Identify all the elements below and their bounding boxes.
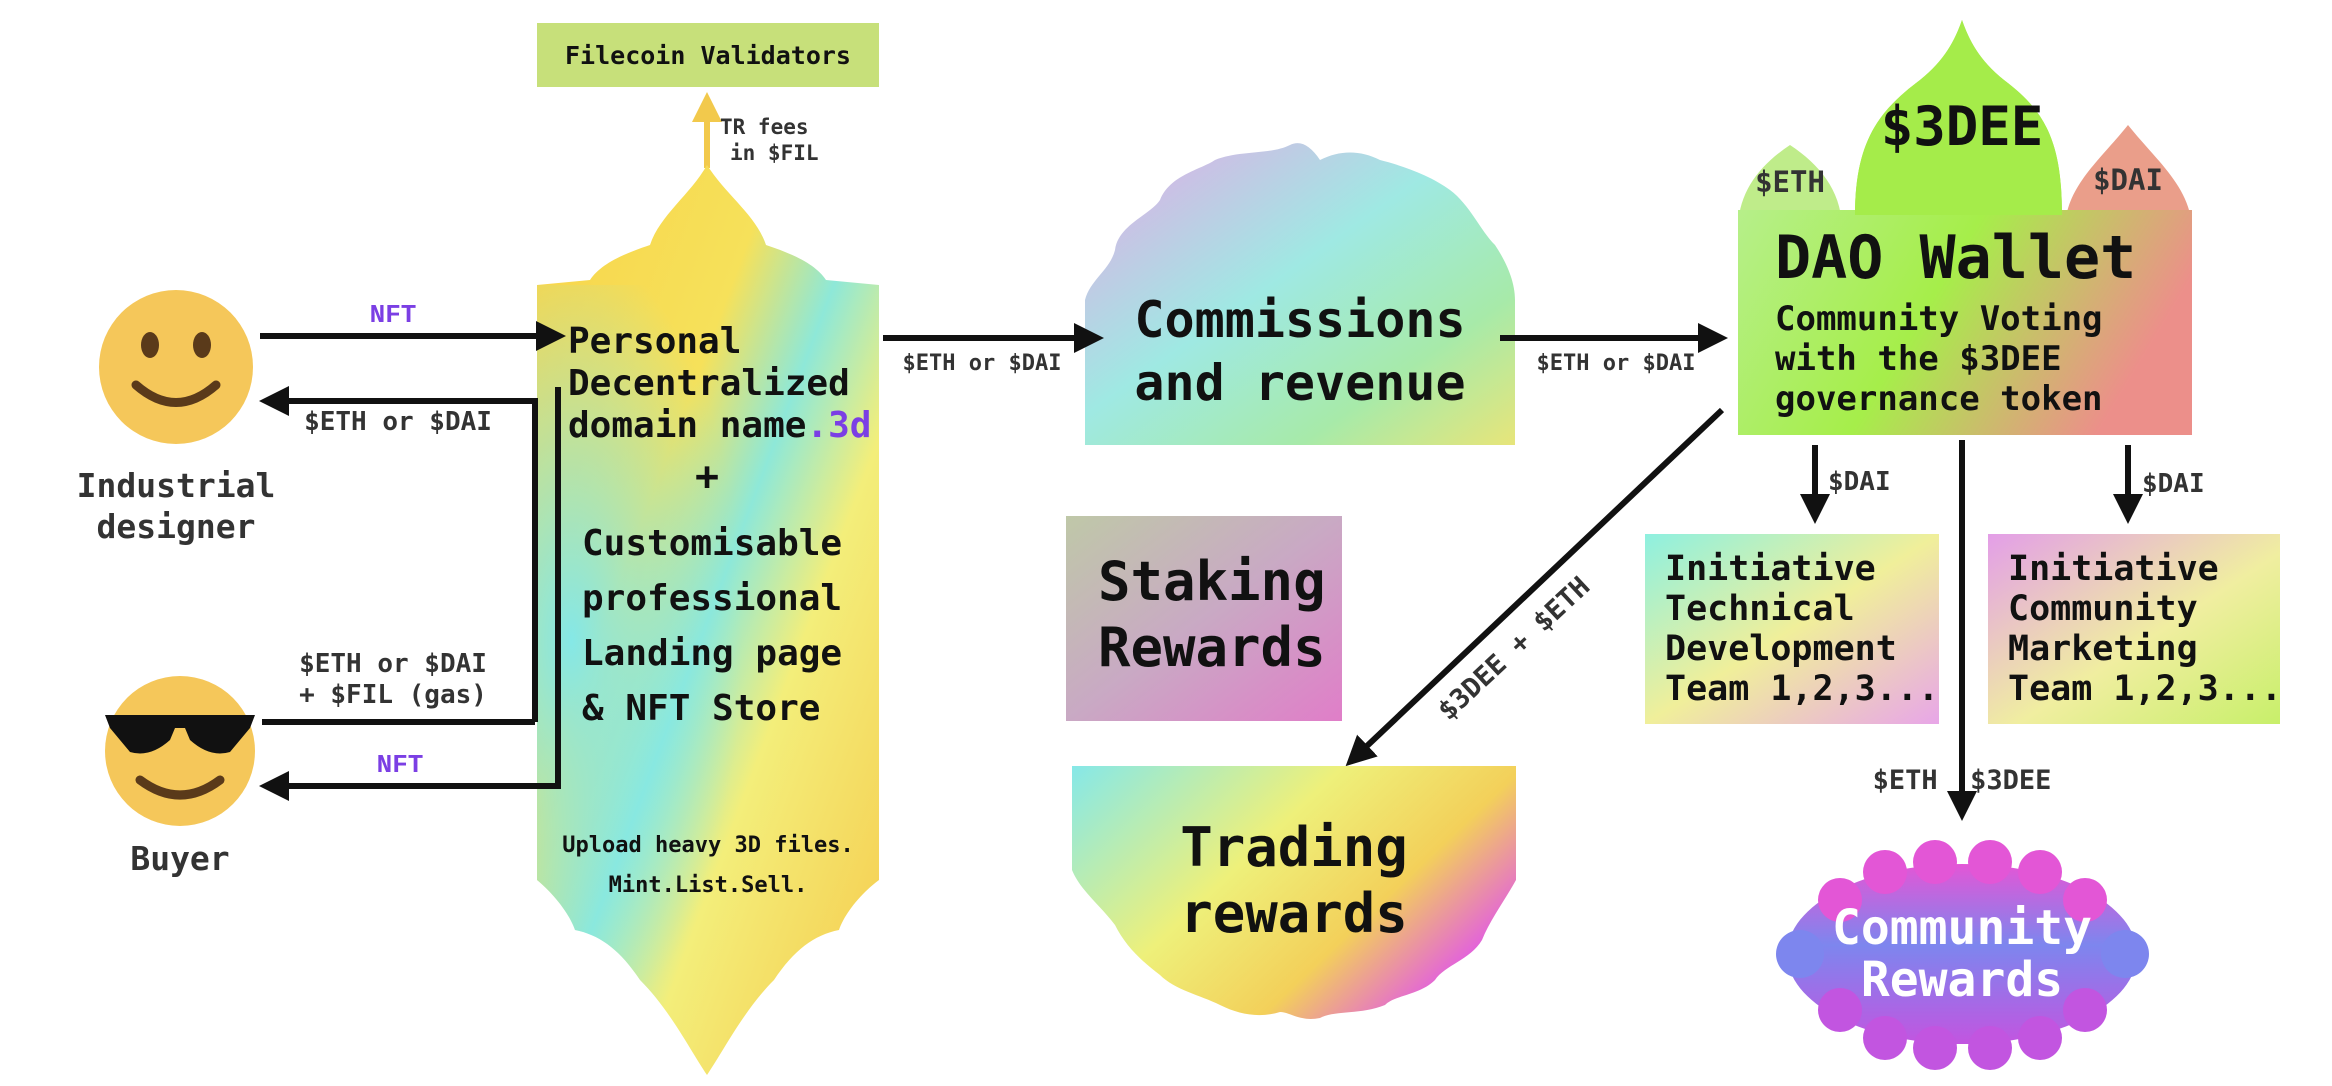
flow-eth-3dee: $ETH $3DEE (1873, 765, 2052, 796)
dao-dome-right (2065, 125, 2192, 225)
designer-label-line1: Industrial (77, 466, 276, 505)
buyer-label: Buyer (130, 839, 229, 878)
initiative-tech-box (1645, 534, 1939, 724)
validators-box (537, 23, 879, 87)
domain-plus: + (695, 454, 719, 500)
domain-card (537, 165, 879, 1075)
buyer-emoji-icon (105, 676, 255, 826)
staking-line1: Staking (1098, 550, 1326, 613)
domain-line4: Customisable (582, 523, 842, 564)
trading-line2: rewards (1180, 882, 1408, 945)
validators-label: Filecoin Validators (565, 41, 851, 70)
domain-line7: & NFT Store (582, 688, 820, 729)
dao-line2: with the $3DEE (1775, 339, 2062, 379)
dao-title: DAO Wallet (1775, 223, 2136, 293)
flow-dai-left: $DAI (1828, 467, 1891, 497)
domain-foot2: Mint.List.Sell. (609, 873, 808, 898)
dao-line3: governance token (1775, 379, 2103, 419)
trading-cloud (1072, 766, 1516, 1019)
dao-body (1738, 210, 2192, 435)
domain-ext: .3d (806, 405, 871, 446)
arrow-dao-to-trading (1345, 407, 1725, 767)
initiative-community-box (1988, 534, 2280, 724)
comm-line4: Team 1,2,3... (2008, 669, 2282, 709)
tech-line3: Development (1665, 629, 1897, 669)
flow-nft-top: NFT (370, 300, 417, 330)
flow-eth-dai-fil-line1: $ETH or $DAI (299, 649, 487, 679)
domain-foot1: Upload heavy 3D files. (562, 833, 853, 858)
flow-eth-or-dai-left: $ETH or $DAI (304, 407, 492, 437)
designer-emoji-icon (99, 290, 253, 444)
domain-line5: professional (582, 578, 842, 619)
comm-line2: Community (2008, 589, 2198, 629)
domain-line3a: domain name (568, 405, 806, 446)
tech-line2: Technical (1665, 589, 1855, 629)
domain-line1: Personal (568, 321, 741, 362)
domain-line2: Decentralized (568, 363, 850, 404)
commissions-line1: Commissions (1134, 291, 1465, 349)
staking-box (1066, 516, 1342, 721)
trading-line1: Trading (1180, 816, 1408, 879)
tr-fees-line1: TR fees (720, 115, 809, 139)
staking-line2: Rewards (1098, 616, 1326, 679)
designer-label-line2: designer (97, 507, 256, 546)
dao-wallet (1738, 20, 2192, 435)
community-rewards-badge (1776, 840, 2149, 1070)
dao-line1: Community Voting (1775, 299, 2103, 339)
flow-nft-bottom: NFT (377, 750, 424, 780)
flow-eth-dai-fil-line2: + $FIL (gas) (299, 680, 487, 710)
flow-dai-right: $DAI (2142, 469, 2205, 499)
dao-dome-center-label: $3DEE (1881, 95, 2044, 158)
tech-line1: Initiative (1665, 549, 1876, 589)
flow-eth-or-dai-mid: $ETH or $DAI (903, 351, 1062, 376)
flow-eth-or-dai-right: $ETH or $DAI (1537, 351, 1696, 376)
arrow-payment-to-designer (259, 386, 538, 722)
community-rewards-line1: Community (1832, 900, 2092, 956)
flow-diag-label: $3DEE + $ETH (1432, 571, 1596, 727)
domain-line6: Landing page (582, 633, 842, 674)
tr-fees-line2: in $FIL (730, 141, 819, 165)
commissions-line2: and revenue (1134, 354, 1465, 412)
dao-dome-right-label: $DAI (2093, 163, 2163, 197)
comm-line1: Initiative (2008, 549, 2219, 589)
comm-line3: Marketing (2008, 629, 2198, 669)
commissions-cloud (1085, 143, 1515, 445)
community-rewards-line2: Rewards (1861, 952, 2063, 1008)
arrow-nft-to-buyer (259, 387, 561, 801)
domain-line3: domain name.3d (568, 405, 871, 446)
dao-dome-left-label: $ETH (1755, 165, 1825, 199)
dao-dome-left (1738, 145, 1842, 225)
tech-line4: Team 1,2,3... (1665, 669, 1939, 709)
